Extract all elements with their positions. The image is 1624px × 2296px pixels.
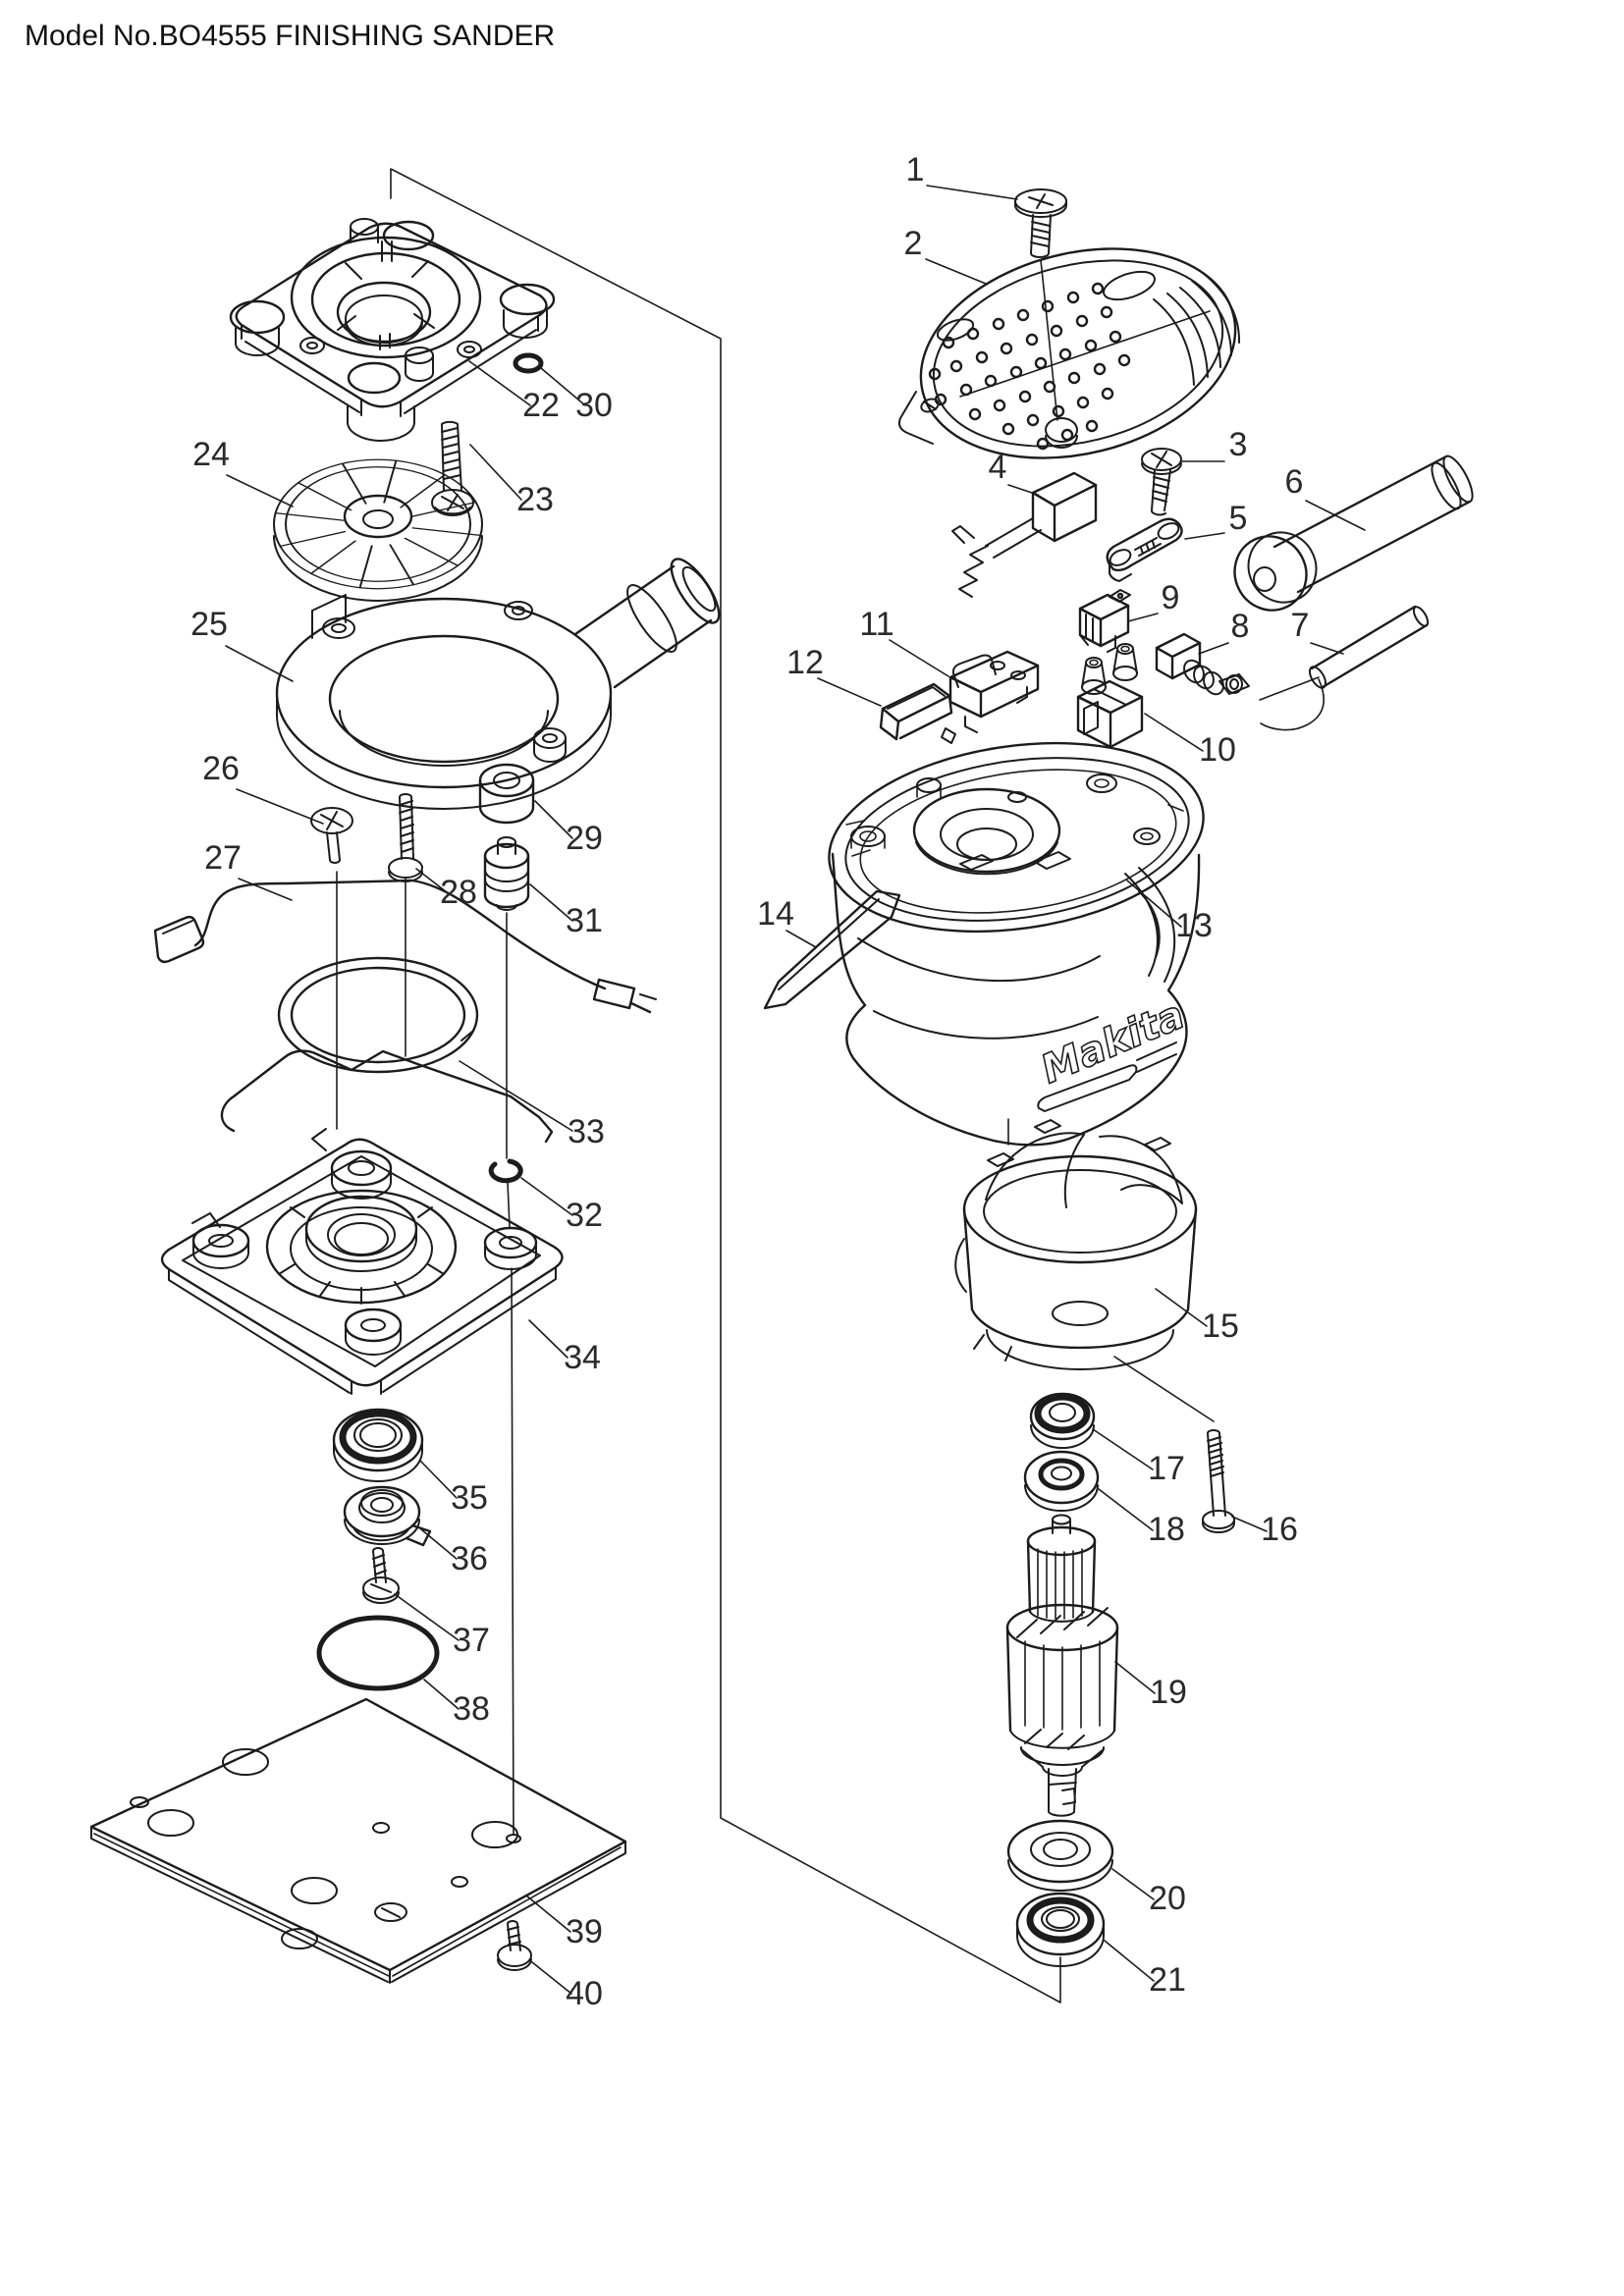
part-6-drawing bbox=[1233, 454, 1474, 612]
part-36-drawing bbox=[343, 1485, 432, 1547]
part-16-label: 16 bbox=[1261, 1511, 1298, 1548]
part-number-labels: 1 2 3 4 5 6 7 8 9 10 11 12 13 14 15 16 1… bbox=[190, 151, 1309, 2012]
page-title: Model No.BO4555 FINISHING SANDER bbox=[25, 20, 555, 52]
part-32-label: 32 bbox=[566, 1197, 603, 1234]
part-29-label: 29 bbox=[566, 820, 603, 857]
part-5-drawing bbox=[1106, 517, 1183, 582]
part-9-drawing bbox=[1078, 589, 1131, 653]
part-23-drawing bbox=[431, 420, 474, 516]
part-26-label: 26 bbox=[202, 750, 240, 787]
part-20-drawing bbox=[1006, 1819, 1114, 1892]
part-29-drawing bbox=[478, 763, 535, 825]
part-33-label: 33 bbox=[568, 1113, 605, 1150]
part-11-label: 11 bbox=[859, 606, 893, 643]
part-24-label: 24 bbox=[192, 436, 230, 473]
part-20-label: 20 bbox=[1149, 1880, 1186, 1917]
part-33-drawing bbox=[277, 956, 479, 1074]
part-12-drawing bbox=[879, 682, 956, 744]
part-8-label: 8 bbox=[1231, 608, 1250, 645]
part-1-label: 1 bbox=[906, 151, 925, 188]
part-36-label: 36 bbox=[451, 1540, 488, 1577]
part-35-label: 35 bbox=[451, 1479, 488, 1517]
part-34-label: 34 bbox=[564, 1339, 601, 1376]
part-37-drawing bbox=[362, 1547, 400, 1604]
part-2-drawing bbox=[897, 247, 1241, 459]
part-31-label: 31 bbox=[566, 902, 603, 939]
part-10-label: 10 bbox=[1199, 731, 1236, 769]
makita-logo: Makita bbox=[1035, 992, 1191, 1093]
part-22-drawing bbox=[229, 218, 556, 442]
part-17-label: 17 bbox=[1148, 1450, 1185, 1487]
part-30-drawing bbox=[513, 352, 544, 374]
part-40-drawing bbox=[497, 1920, 532, 1971]
part-11-drawing bbox=[948, 650, 1040, 733]
part-25-drawing bbox=[275, 558, 721, 810]
part-21-label: 21 bbox=[1149, 1961, 1186, 1999]
part-28-label: 28 bbox=[440, 874, 477, 911]
part-37-label: 37 bbox=[453, 1622, 490, 1659]
part-15-drawing bbox=[954, 1119, 1198, 1370]
part-32-drawing bbox=[488, 1158, 523, 1184]
part-17-drawing bbox=[1029, 1392, 1096, 1449]
part-19-drawing bbox=[1005, 1514, 1119, 1817]
part-14-drawing bbox=[763, 889, 901, 1010]
part-40-label: 40 bbox=[566, 1975, 603, 2012]
part-9-label: 9 bbox=[1162, 579, 1180, 616]
part-38-label: 38 bbox=[453, 1690, 490, 1728]
part-1-drawing bbox=[1014, 188, 1067, 258]
axis-lines bbox=[336, 259, 1215, 1835]
part-15-label: 15 bbox=[1202, 1308, 1239, 1345]
part-3-drawing bbox=[1141, 448, 1182, 516]
part-27-label: 27 bbox=[204, 839, 242, 877]
cover-vent-holes bbox=[928, 282, 1131, 451]
part-13-drawing: Makita bbox=[828, 741, 1205, 1147]
part-38-drawing bbox=[316, 1615, 440, 1691]
part-28-drawing bbox=[388, 793, 423, 882]
part-39-drawing bbox=[89, 1697, 627, 1984]
part-31-drawing bbox=[483, 836, 530, 911]
part-14-label: 14 bbox=[757, 895, 794, 933]
part-6-label: 6 bbox=[1285, 463, 1304, 501]
part-4-drawing bbox=[951, 471, 1098, 598]
part-7-label: 7 bbox=[1291, 607, 1310, 644]
part-10-drawing bbox=[1076, 643, 1144, 749]
part-22-label: 22 bbox=[522, 387, 560, 424]
part-16-drawing bbox=[1202, 1429, 1235, 1533]
part-7-drawing bbox=[1259, 605, 1430, 731]
part-2-label: 2 bbox=[904, 225, 923, 262]
part-34-drawing bbox=[160, 1128, 564, 1395]
part-30-label: 30 bbox=[575, 387, 613, 424]
part-35-drawing bbox=[332, 1408, 424, 1482]
part-19-label: 19 bbox=[1150, 1674, 1187, 1711]
part-21-drawing bbox=[1015, 1892, 1106, 1967]
part-3-label: 3 bbox=[1229, 426, 1248, 463]
part-12-label: 12 bbox=[786, 644, 824, 681]
part-25-label: 25 bbox=[190, 606, 228, 643]
part-5-label: 5 bbox=[1229, 500, 1248, 537]
part-24-drawing bbox=[273, 458, 483, 602]
part-8-drawing bbox=[1155, 632, 1250, 696]
part-27-drawing bbox=[153, 879, 657, 1144]
part-39-label: 39 bbox=[566, 1913, 603, 1950]
part-26-drawing bbox=[310, 807, 353, 864]
part-13-label: 13 bbox=[1175, 907, 1213, 944]
part-18-drawing bbox=[1023, 1450, 1100, 1512]
part-23-label: 23 bbox=[516, 481, 554, 518]
leader-lines bbox=[225, 185, 1366, 1995]
part-4-label: 4 bbox=[989, 449, 1007, 486]
part-18-label: 18 bbox=[1148, 1511, 1185, 1548]
assembly-bracket-line bbox=[390, 168, 1061, 2003]
